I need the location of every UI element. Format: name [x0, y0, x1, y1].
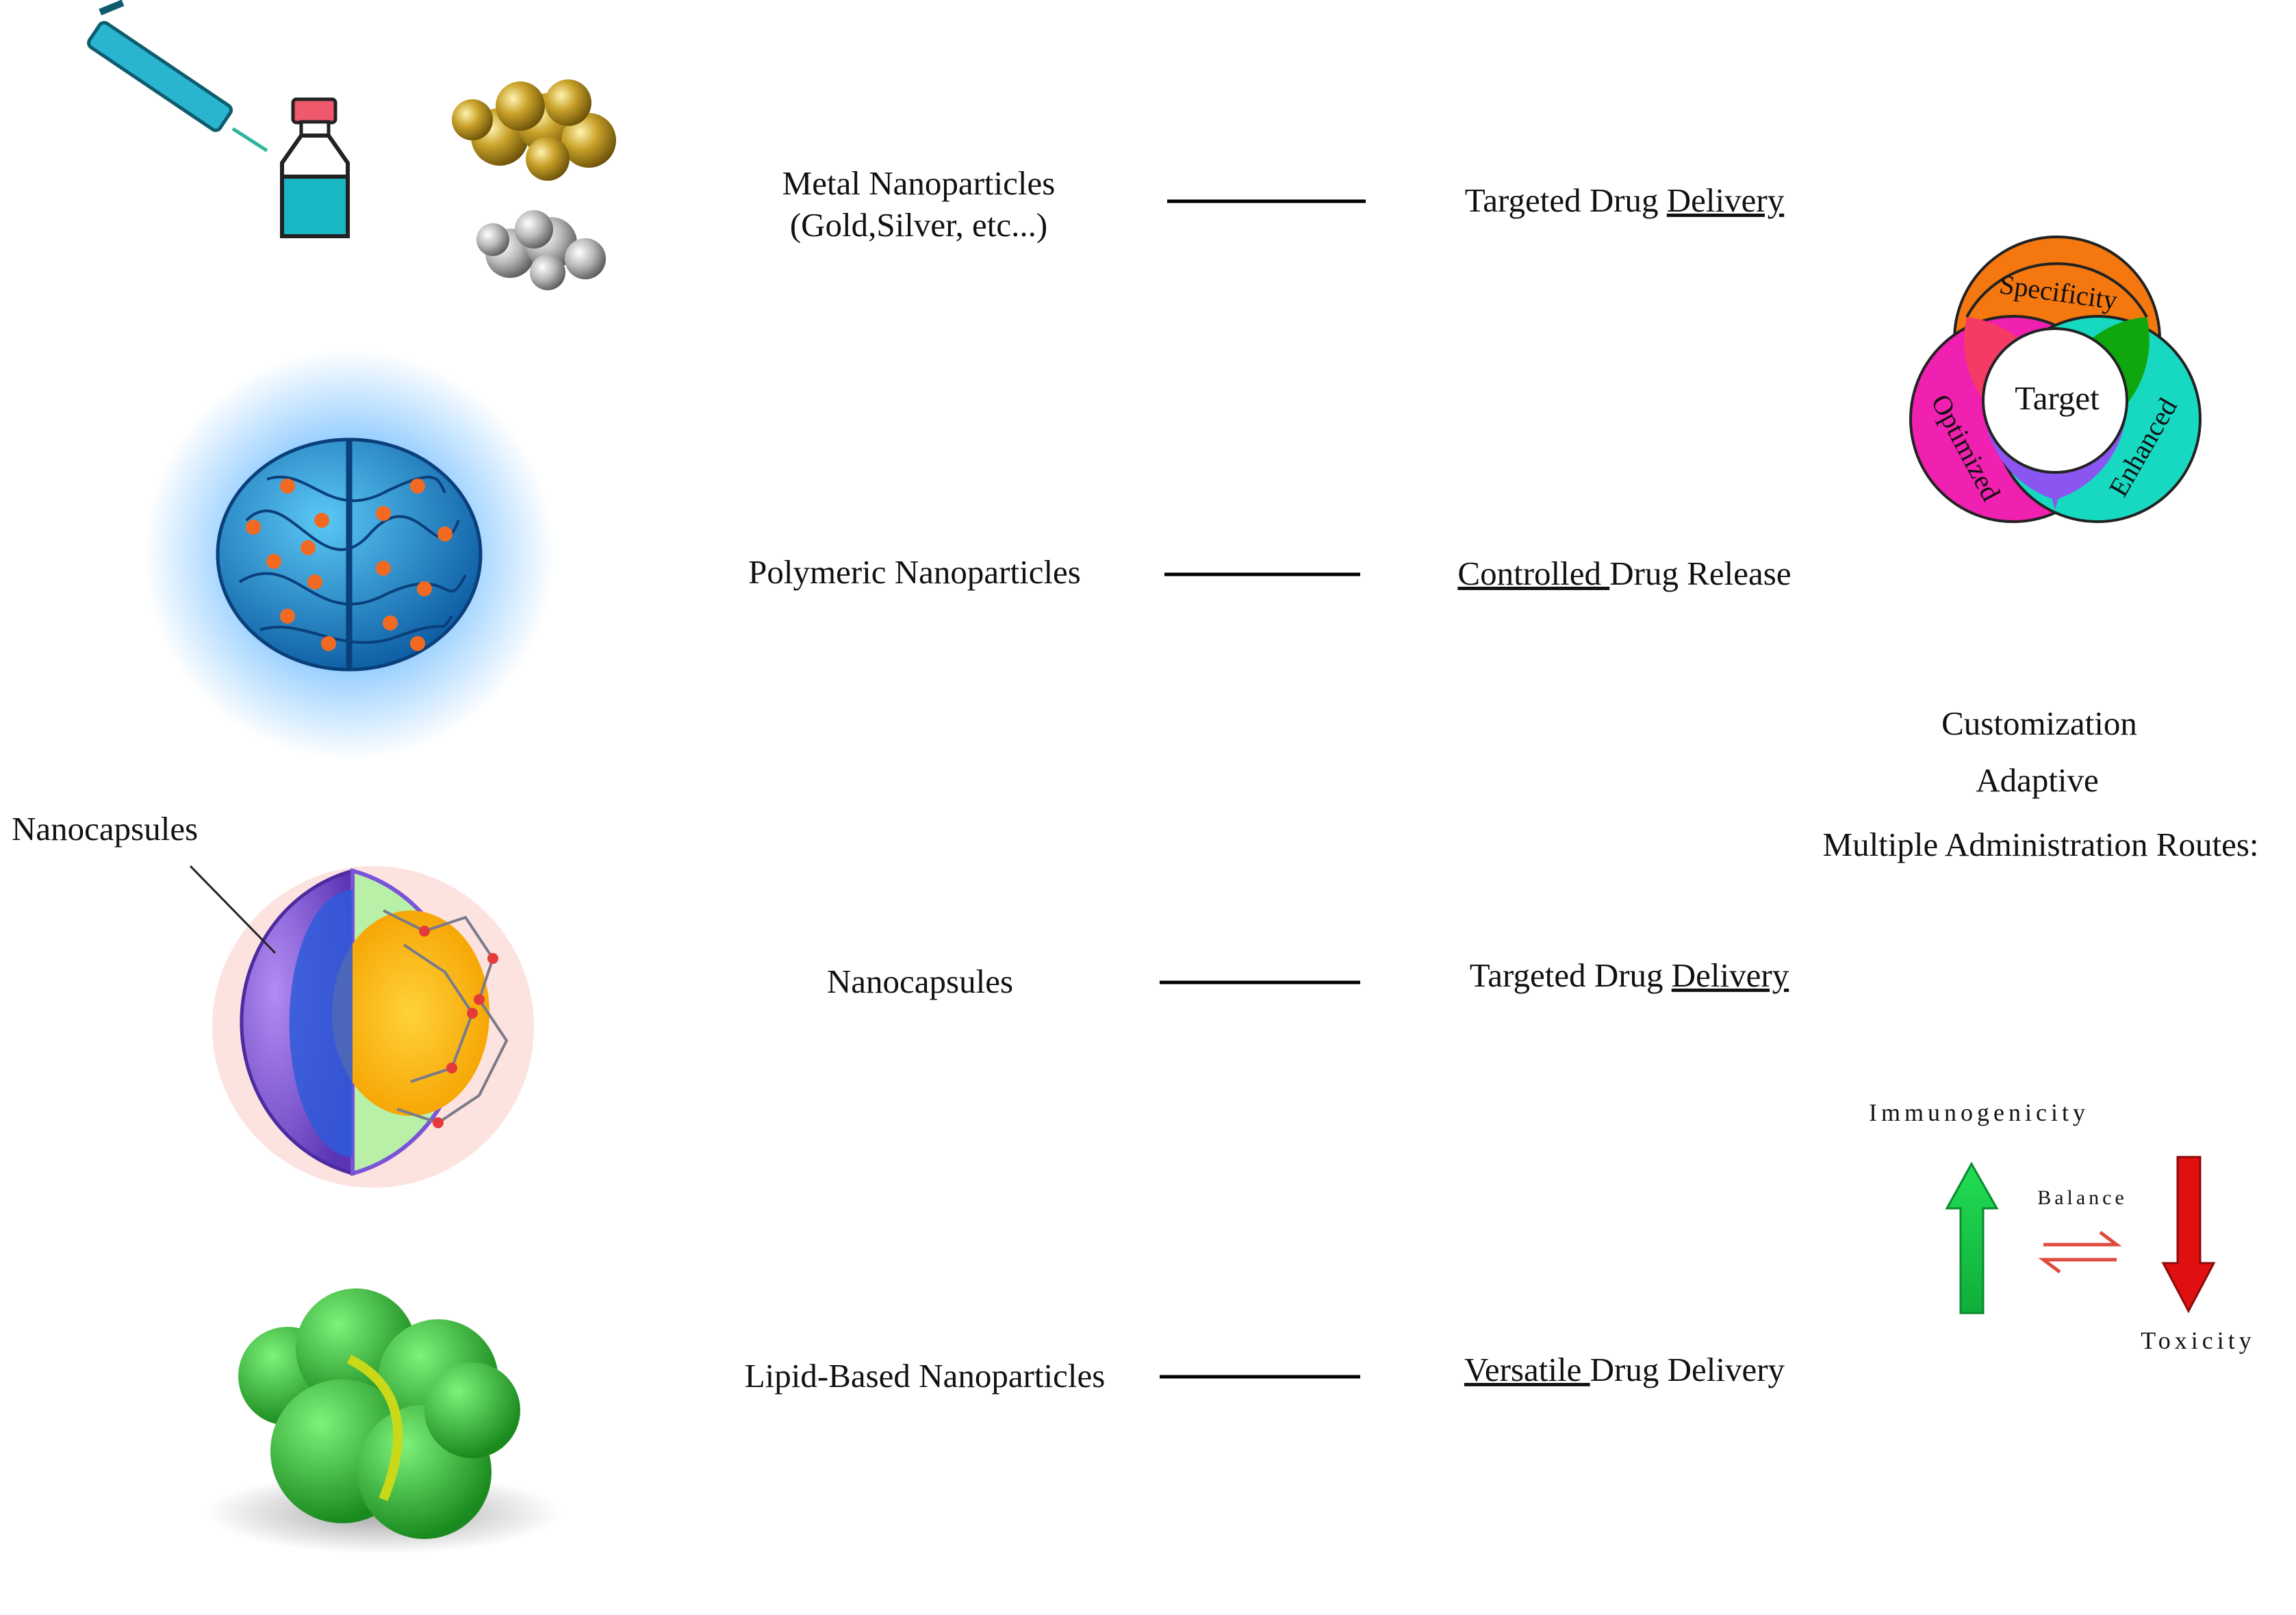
feature-item: Adaptive: [1976, 761, 2099, 799]
row-outcome-label: Versatile Drug Delivery: [1464, 1351, 1785, 1388]
row-outcome-label: Targeted Drug Delivery: [1470, 956, 1789, 994]
immunogenicity-toxicity-balance: Immunogenicity Balance Toxicity: [1869, 1099, 2255, 1354]
toxicity-label: Toxicity: [2141, 1327, 2255, 1354]
feature-item: Multiple Administration Routes:: [1823, 826, 2259, 863]
row-type-sublabel: (Gold,Silver, etc...): [790, 206, 1047, 244]
feature-item: Customization: [1941, 704, 2137, 742]
silver-nanoparticles-icon: [476, 210, 606, 290]
lipid-nanoparticle-icon: [205, 1288, 561, 1554]
venn-center: [1982, 327, 2128, 474]
row-type-label: Lipid-Based Nanoparticles: [745, 1357, 1106, 1395]
down-arrow-icon: [2161, 1156, 2216, 1314]
row-type-label: Metal Nanoparticles: [782, 164, 1056, 202]
features-list: Customization Adaptive Multiple Administ…: [1823, 704, 2259, 863]
venn-center-label: Target: [2015, 379, 2100, 417]
target-venn-diagram: Target Specificity Optimized Enhanced: [1909, 236, 2202, 523]
row-nanocapsules: Nanocapsules Targeted Drug Delivery: [827, 956, 1789, 1000]
polymeric-nanoparticle-icon: [144, 349, 554, 760]
immunogenicity-label: Immunogenicity: [1869, 1099, 2089, 1126]
row-outcome-label: Targeted Drug Delivery: [1465, 181, 1785, 219]
row-type-label: Polymeric Nanoparticles: [748, 553, 1081, 591]
gold-nanoparticles-icon: [452, 79, 616, 181]
vial-icon: [280, 97, 350, 238]
equilibrium-icon: [2038, 1231, 2122, 1273]
up-arrow-icon: [1945, 1161, 1999, 1314]
balance-label: Balance: [2037, 1186, 2128, 1209]
nanocapsules-callout-label: Nanocapsules: [12, 810, 198, 848]
row-polymeric-nanoparticles: Polymeric Nanoparticles Controlled Drug …: [748, 553, 1791, 592]
syringe-icon: [87, 0, 268, 153]
row-type-label: Nanocapsules: [827, 963, 1013, 1000]
row-metal-nanoparticles: Metal Nanoparticles (Gold,Silver, etc...…: [782, 164, 1785, 244]
nanocapsules-callout-line: [189, 865, 277, 954]
row-outcome-label: Controlled Drug Release: [1457, 555, 1791, 592]
row-lipid-based-nanoparticles: Lipid-Based Nanoparticles Versatile Drug…: [745, 1351, 1785, 1395]
nanocapsule-icon: [212, 866, 534, 1188]
